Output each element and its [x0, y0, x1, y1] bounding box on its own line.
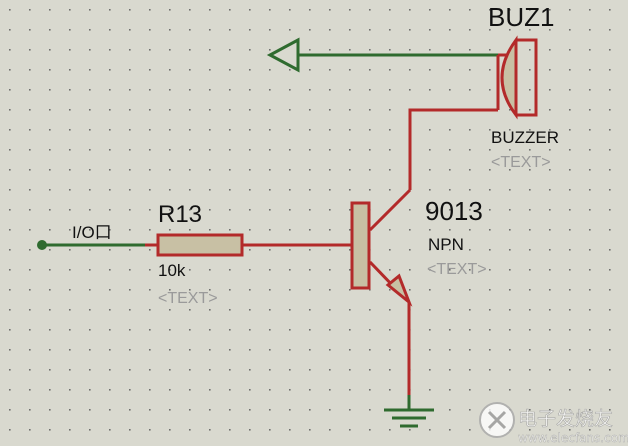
- electronic-enthusiast-logo-icon: [479, 402, 515, 438]
- watermark: 电子发烧友 www.elecfans.com: [479, 402, 628, 445]
- transistor-collector: [368, 188, 412, 232]
- watermark-name: 电子发烧友: [518, 408, 613, 430]
- ground-icon[interactable]: [384, 395, 434, 428]
- transistor-text-placeholder: <TEXT>: [427, 261, 487, 278]
- input-label: I/O口: [72, 223, 112, 242]
- emitter-arrow-icon: [385, 273, 413, 307]
- resistor-value-label: 10k: [158, 261, 186, 280]
- transistor-ref-label: 9013: [425, 196, 483, 226]
- buzzer-symbol[interactable]: [500, 35, 538, 120]
- resistor-ref-label: R13: [158, 201, 202, 228]
- wire-buzzer-to-collector: [408, 108, 498, 190]
- watermark-url: www.elecfans.com: [518, 431, 628, 445]
- power-terminal-arrow-icon[interactable]: [266, 37, 500, 73]
- resistor-body[interactable]: [156, 233, 244, 257]
- buzzer-ref-label: BUZ1: [488, 2, 554, 32]
- transistor-base-bar[interactable]: [350, 201, 371, 290]
- resistor-text-placeholder: <TEXT>: [158, 290, 218, 307]
- buzzer-type-label: BUZZER: [491, 128, 559, 147]
- buzzer-text-placeholder: <TEXT>: [491, 154, 551, 171]
- transistor-type-label: NPN: [428, 235, 464, 254]
